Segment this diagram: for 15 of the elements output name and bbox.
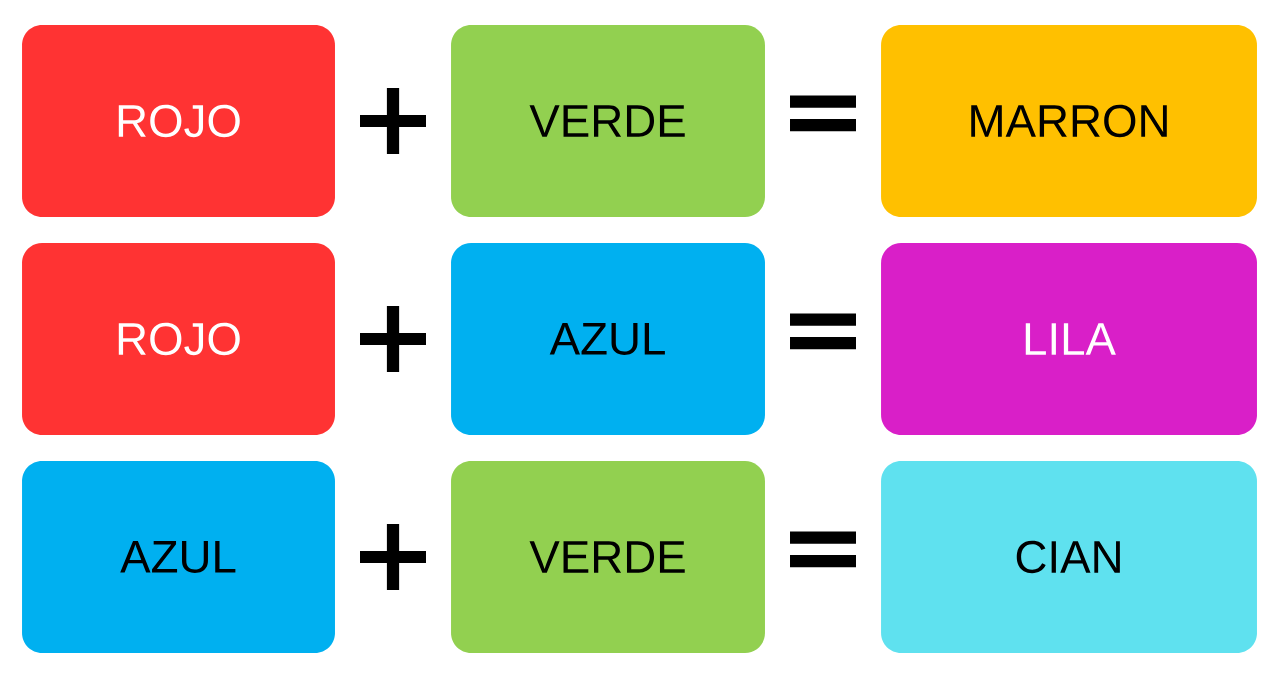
color-box: AZUL [451, 243, 765, 435]
color-box: VERDE [451, 25, 765, 217]
color-box: MARRON [881, 25, 1257, 217]
color-box: AZUL [22, 461, 335, 653]
equals-sign: = [790, 531, 856, 568]
equals-sign: = [790, 313, 856, 350]
color-box: ROJO [22, 243, 335, 435]
color-box: ROJO [22, 25, 335, 217]
plus-sign: + [360, 305, 426, 373]
color-box: CIAN [881, 461, 1257, 653]
color-box: VERDE [451, 461, 765, 653]
color-box: LILA [881, 243, 1257, 435]
equals-sign: = [790, 95, 856, 132]
plus-sign: + [360, 523, 426, 591]
plus-sign: + [360, 87, 426, 155]
